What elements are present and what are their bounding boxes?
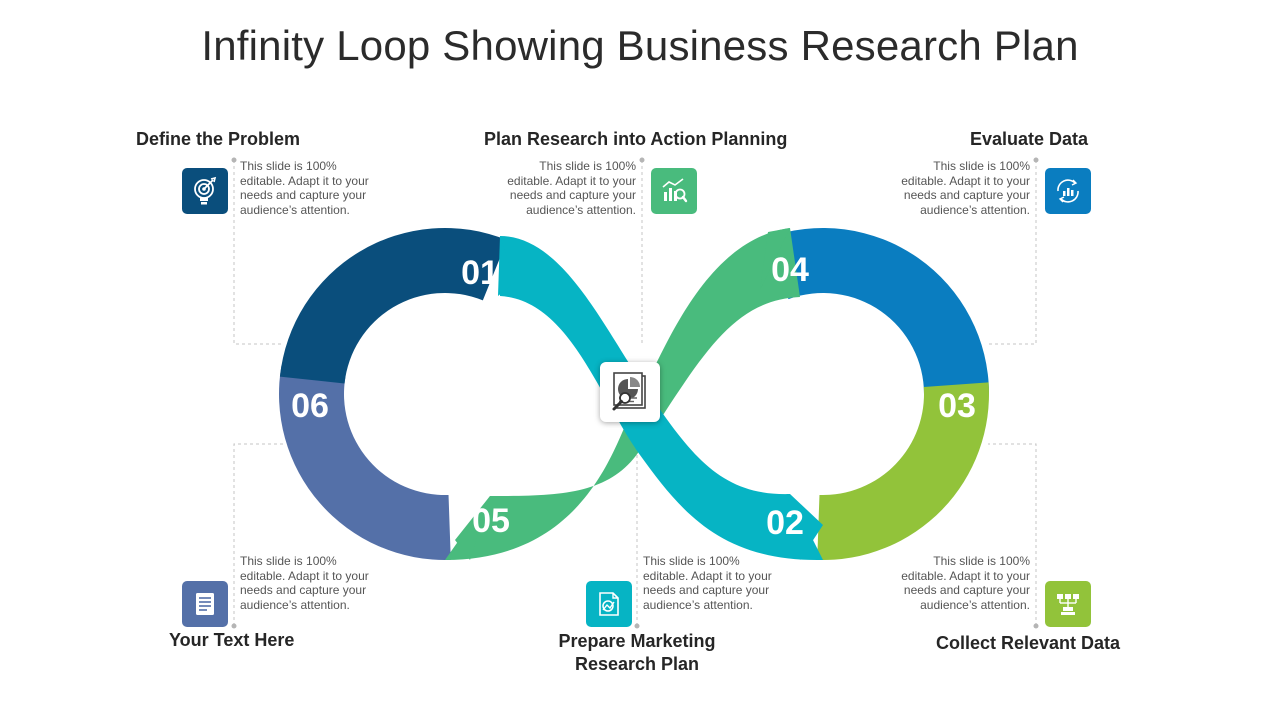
loop-segment-06 xyxy=(278,365,451,560)
step-number-04: 04 xyxy=(771,251,809,289)
step-number-06: 06 xyxy=(291,387,329,425)
step-heading-01: Define the Problem xyxy=(136,129,301,149)
page-title: Infinity Loop Showing Business Research … xyxy=(201,22,1079,69)
loop-arrow-02b xyxy=(498,236,515,296)
cycle-chart-icon xyxy=(1057,179,1079,203)
step-heading-04: Evaluate Data xyxy=(970,129,1089,149)
step-description-01: This slide is 100% editable. Adapt it to… xyxy=(240,159,369,217)
step-description-02: This slide is 100% editable. Adapt it to… xyxy=(643,554,772,612)
loop-segment-04 xyxy=(766,228,989,394)
step-heading-05: Plan Research into Action Planning xyxy=(484,129,788,149)
step-description-06: This slide is 100% editable. Adapt it to… xyxy=(240,554,369,612)
loop-arrow-05b xyxy=(760,228,790,290)
step-heading-02: Prepare Marketing Research Plan xyxy=(558,631,716,674)
step-icon-box-01 xyxy=(182,168,228,214)
center-icon-box xyxy=(600,362,660,422)
report-chart-icon xyxy=(599,592,619,616)
step-number-02: 02 xyxy=(766,504,804,542)
step-icon-box-05 xyxy=(651,168,697,214)
step-icon-box-04 xyxy=(1045,168,1091,214)
connector-dots xyxy=(231,157,1039,629)
loop-arrow-05 xyxy=(455,496,490,560)
target-bulb-icon xyxy=(194,176,217,205)
step-description-05: This slide is 100% editable. Adapt it to… xyxy=(507,159,636,217)
step-icon-box-06 xyxy=(182,581,228,627)
pie-chart-magnifier-icon xyxy=(612,372,646,411)
document-icon xyxy=(196,593,214,615)
step-description-04: This slide is 100% editable. Adapt it to… xyxy=(901,159,1030,217)
step-number-01: 01 xyxy=(461,254,499,292)
step-number-03: 03 xyxy=(938,387,976,425)
loop-segment-03 xyxy=(817,382,989,560)
loop-segment-02 xyxy=(500,236,823,561)
step-heading-06: Your Text Here xyxy=(169,630,295,650)
data-tree-icon xyxy=(1057,594,1079,615)
loop-segment-01 xyxy=(279,228,508,384)
step-icon-box-02 xyxy=(586,581,632,627)
loop-segment-05 xyxy=(445,228,800,560)
connector-lines xyxy=(233,160,1037,626)
analytics-magnifier-icon xyxy=(662,178,688,203)
step-heading-03: Collect Relevant Data xyxy=(936,633,1121,653)
loop-arrow-02 xyxy=(790,494,823,560)
step-description-03: This slide is 100% editable. Adapt it to… xyxy=(901,554,1030,612)
step-number-05: 05 xyxy=(472,502,510,540)
step-icon-box-03 xyxy=(1045,581,1091,627)
loop-arcs xyxy=(278,228,989,561)
